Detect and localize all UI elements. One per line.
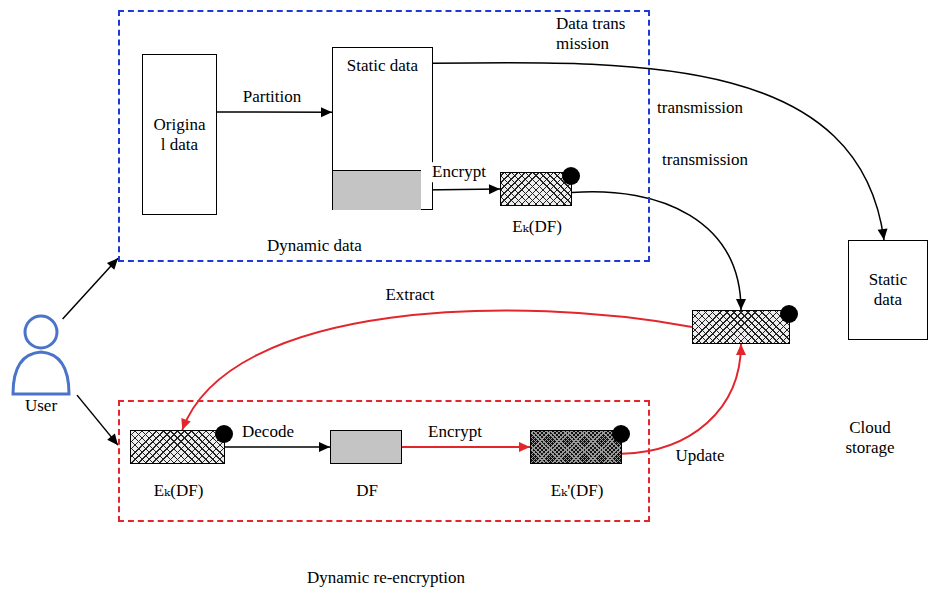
edge-label-holder: Partition — [241, 87, 304, 107]
process-region: Data trans missionOrigina l data Static d… — [118, 10, 650, 262]
user-actor: User — [5, 310, 77, 422]
connector — [77, 395, 118, 445]
end-marker-dot — [562, 167, 580, 185]
connector — [217, 111, 332, 113]
dynamic-part: Dynamic data — [333, 170, 421, 210]
node-label: Origina l data — [151, 115, 208, 154]
arrow-head — [519, 442, 530, 452]
edge-label-holder: transmission — [655, 98, 745, 118]
arrow-head — [489, 184, 500, 194]
connector — [572, 192, 741, 310]
cloud-storage: Cloud storage Static data — [690, 118, 931, 473]
edge-label-holder: Decode — [240, 422, 296, 442]
node-label: Cloud storage — [832, 418, 908, 457]
encrypted-block: Eₖ(DF) — [500, 172, 572, 206]
node-label: Static data — [341, 56, 424, 76]
node-label: Eₖ'(DF) — [467, 481, 687, 501]
arrow-head — [319, 442, 330, 452]
arrow-head — [321, 107, 332, 117]
node-label: Dynamic re-encryption — [276, 568, 496, 588]
node-label: Data trans mission — [556, 14, 644, 53]
data-box: Origina l data — [142, 54, 217, 215]
edge-label-holder: transmission — [660, 150, 750, 170]
connector — [622, 344, 741, 454]
arrow-head — [181, 418, 190, 430]
edge-label: transmission — [655, 98, 745, 118]
edge-label: transmission — [660, 150, 750, 170]
end-marker-dot — [215, 425, 233, 443]
edge-label-holder: Extract — [383, 285, 436, 305]
edge-label: Decode — [240, 422, 296, 442]
connector — [182, 311, 692, 430]
edge-label-holder: Encrypt — [426, 422, 484, 442]
connector — [63, 258, 118, 319]
node-label: User — [5, 396, 77, 416]
connector — [225, 446, 330, 448]
edge-label: Encrypt — [430, 162, 488, 182]
edge-label-holder: Encrypt — [430, 162, 488, 182]
end-marker-dot — [780, 305, 798, 323]
arrow-head — [736, 344, 746, 355]
edge-label: Extract — [383, 285, 436, 305]
node-label: DF — [257, 481, 477, 501]
encrypted-block: Eₖ(DF) — [130, 430, 225, 464]
edge-label-holder: Update — [673, 446, 726, 466]
connector — [433, 63, 884, 240]
node-label: Eₖ(DF) — [427, 217, 647, 237]
node-label: Dynamic data — [267, 236, 355, 256]
encrypted-block: Eₖ'(DF) — [530, 430, 622, 464]
edge-label: Partition — [241, 87, 304, 107]
user-icon — [5, 310, 77, 396]
process-region: Dynamic re-encryptionEₖ(DF)DFEₖ'(DF) — [118, 400, 650, 522]
edge-label: Encrypt — [426, 422, 484, 442]
plain-block: DF — [330, 430, 402, 464]
node-label: Static data — [857, 270, 919, 309]
end-marker-dot — [612, 425, 630, 443]
node-label: Eₖ(DF) — [69, 481, 289, 501]
arrow-head — [736, 299, 746, 310]
arrow-head — [107, 258, 118, 269]
arrow-head — [107, 433, 118, 445]
edge-label: Update — [673, 446, 726, 466]
data-box: Static dataDynamic data — [332, 47, 433, 210]
data-box: Static data — [848, 240, 928, 340]
connector — [402, 446, 530, 448]
encrypted-block — [692, 310, 790, 344]
arrow-head — [878, 228, 888, 240]
